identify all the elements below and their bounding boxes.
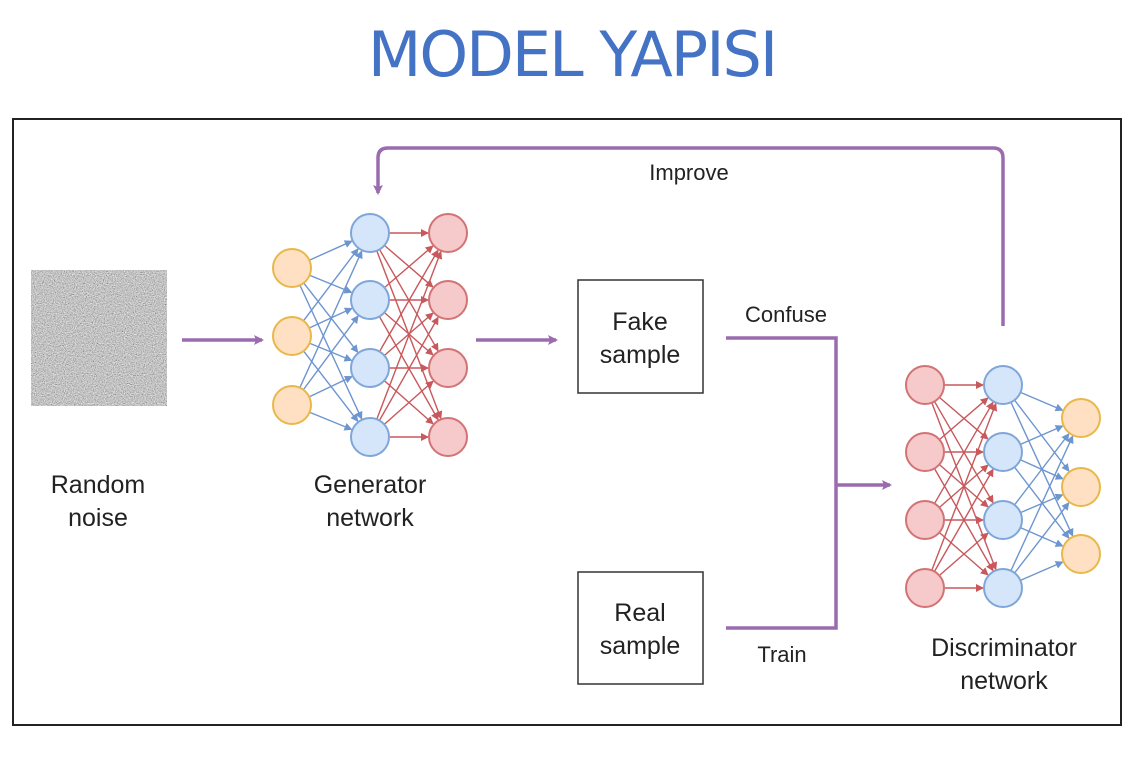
discriminator-label-line1: Discriminator: [931, 634, 1077, 662]
generator-label-line2: network: [326, 504, 414, 532]
discriminator-output-node: [905, 432, 945, 472]
generator-hidden-node: [350, 417, 390, 457]
generator-edge: [378, 316, 439, 421]
discriminator-edge: [1020, 391, 1064, 412]
discriminator-edge: [1013, 433, 1070, 506]
discriminator-hidden-node: [983, 500, 1023, 540]
fake-to-discriminator-line: [726, 336, 838, 630]
random-noise-label-line1: Random: [51, 471, 146, 499]
real-sample-box: [577, 571, 704, 685]
discriminator-edge: [931, 402, 998, 571]
discriminator-input-node: [1061, 398, 1101, 438]
discriminator-hidden-node: [983, 365, 1023, 405]
generator-edge: [302, 248, 359, 322]
generator-edge: [299, 250, 363, 388]
discriminator-input-node: [1061, 534, 1101, 574]
fake-sample-box: [577, 279, 704, 394]
generator-hidden-node: [350, 213, 390, 253]
generator-edge: [309, 240, 353, 261]
generator-network: [272, 213, 468, 457]
generator-edge: [308, 307, 353, 329]
fake-sample-label-line2: sample: [600, 341, 681, 369]
real-sample-label-line1: Real: [614, 599, 665, 627]
discriminator-hidden-node: [983, 568, 1023, 608]
discriminator-edge: [933, 468, 994, 572]
fake-sample-label-line1: Fake: [612, 308, 668, 336]
diagram-frame: [12, 118, 1122, 726]
discriminator-edge: [938, 532, 989, 577]
discriminator-output-node: [905, 365, 945, 405]
page-title: MODEL YAPISI: [367, 18, 778, 91]
discriminator-edge: [1010, 435, 1074, 572]
random-noise-image: [31, 270, 167, 406]
confuse-label: Confuse: [745, 302, 827, 327]
generator-output-node: [428, 417, 468, 457]
generator-edge: [308, 375, 353, 398]
generator-output-node: [428, 348, 468, 388]
discriminator-output-node: [905, 568, 945, 608]
generator-edge: [309, 342, 353, 362]
discriminator-edge: [1020, 425, 1064, 446]
discriminator-input-node: [1061, 467, 1101, 507]
discriminator-network: [905, 365, 1101, 608]
generator-input-node: [272, 248, 312, 288]
generator-edge: [378, 249, 439, 352]
generator-edge: [376, 250, 443, 420]
generator-edge: [309, 411, 353, 431]
generator-output-node: [428, 280, 468, 320]
improve-feedback-arrow: [373, 146, 1005, 326]
discriminator-edge: [938, 397, 989, 441]
discriminator-edge: [1020, 561, 1064, 582]
improve-label: Improve: [649, 160, 728, 185]
discriminator-edge: [933, 401, 994, 504]
train-label: Train: [757, 642, 806, 667]
discriminator-label-line2: network: [960, 667, 1048, 695]
discriminator-edge: [1014, 502, 1070, 574]
generator-hidden-node: [350, 348, 390, 388]
discriminator-edge: [1020, 526, 1064, 547]
discriminator-hidden-node: [983, 432, 1023, 472]
generator-edge: [383, 380, 434, 425]
generator-edge: [383, 245, 434, 289]
random-noise-label-line2: noise: [68, 504, 128, 532]
real-sample-label-line2: sample: [600, 632, 681, 660]
generator-input-node: [272, 316, 312, 356]
discriminator-output-node: [905, 500, 945, 540]
generator-input-node: [272, 385, 312, 425]
generator-output-node: [428, 213, 468, 253]
generator-hidden-node: [350, 280, 390, 320]
generator-label-line1: Generator: [314, 471, 427, 499]
generator-edge: [309, 274, 353, 294]
generator-edge: [302, 315, 359, 391]
